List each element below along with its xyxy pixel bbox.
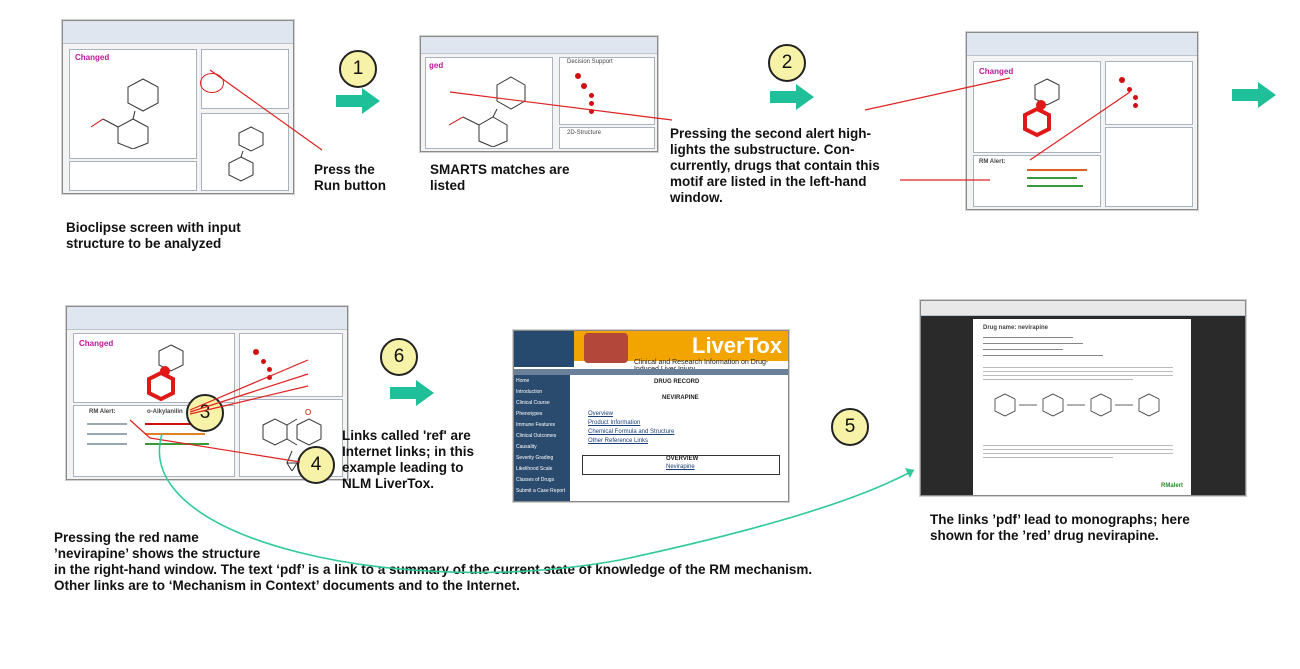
decision-support-tab: Decision Support — [567, 59, 613, 65]
structure-tab: 2D-Structure — [567, 130, 602, 136]
run-highlight — [200, 73, 224, 93]
livertox-nav-item[interactable]: Classes of Drugs — [516, 477, 555, 483]
livertox-nav-item[interactable]: Introduction — [516, 389, 543, 395]
step-2-badge: 2 — [768, 44, 806, 82]
caption-second-alert: Pressing the second alert high-lights th… — [670, 126, 880, 205]
livertox-nav-item[interactable]: Clinical Outcomes — [516, 433, 557, 439]
highlight-screenshot: Changed RM Alert: — [966, 32, 1198, 210]
livertox-title: LiverTox — [692, 333, 783, 358]
changed-label: Changed — [79, 339, 114, 348]
pointer-step4 — [149, 437, 301, 463]
livertox-overview-box — [582, 455, 780, 475]
caption-red-name: Pressing the red name’nevirapine’ shows … — [54, 530, 813, 593]
livertox-nav-item[interactable]: Home — [516, 378, 530, 384]
svg-text:O: O — [305, 408, 311, 417]
molecule-drawing — [90, 78, 159, 149]
changed-label: Changed — [75, 53, 110, 62]
livertox-screenshot: LiverTox Clinical and Research Informati… — [513, 330, 789, 502]
step-5-badge: 5 — [831, 408, 869, 446]
smarts-screenshot: ged Decision Support 2D-Structure — [420, 36, 658, 152]
livertox-drug-record: DRUG RECORD — [654, 379, 700, 385]
livertox-nav-item[interactable]: Submit a Case Report — [516, 488, 566, 494]
livertox-link-other[interactable]: Other Reference Links — [588, 438, 649, 444]
pdf-screenshot: Drug name: nevirapine RMalert — [920, 300, 1246, 496]
pointer-step3-c — [189, 385, 309, 415]
bioclipse-screenshot: Changed — [62, 20, 294, 194]
pointer-rm-alert — [129, 419, 151, 439]
livertox-nav-item[interactable]: Immune Features — [516, 422, 556, 428]
highlighted-molecule — [147, 344, 184, 402]
changed-label: Changed — [979, 67, 1014, 76]
livertox-drug-name: NEVIRAPINE — [662, 395, 699, 401]
pointer-smarts — [449, 91, 673, 121]
livertox-nav-item[interactable]: Likelihood Scale — [516, 466, 553, 472]
rm-alert-label: RM Alert: — [89, 409, 116, 415]
rm-alert-label: RM Alert: — [979, 159, 1006, 165]
livertox-link-overview[interactable]: Overview — [588, 411, 614, 417]
highlighted-molecule — [1023, 78, 1060, 138]
livertox-link-product[interactable]: Product Information — [588, 420, 641, 426]
livertox-nav-item[interactable]: Causality — [516, 444, 537, 450]
caption-pdf-links: The links ’pdf’ lead to monographs; here… — [930, 512, 1190, 543]
step-6-badge: 6 — [380, 338, 418, 376]
arrow-right-2 — [770, 84, 814, 110]
pdf-drug-name: Drug name: nevirapine — [983, 325, 1049, 331]
pointer-run — [209, 69, 323, 151]
livertox-nav — [514, 375, 570, 501]
livertox-overview-drug[interactable]: Nevirapine — [666, 464, 695, 470]
arrow-right-1 — [336, 88, 380, 114]
rmalert-logo: RMalert — [1161, 483, 1184, 489]
pointer-step3-b — [189, 373, 309, 413]
pdf-mechanism-figure — [994, 393, 1160, 417]
livertox-overview-label: OVERVIEW — [666, 456, 699, 462]
pointer-step3-a — [189, 359, 309, 411]
nevirapine-molecule: O — [262, 408, 322, 471]
livertox-link-formula[interactable]: Chemical Formula and Structure — [588, 429, 675, 435]
livertox-nav-item[interactable]: Clinical Course — [516, 400, 550, 406]
step-1-badge: 1 — [339, 50, 377, 88]
alkyl-label: o-Alkylanilin — [147, 409, 183, 415]
smarts-fragment-label: ged — [429, 61, 444, 70]
curve-to-pdf — [158, 433, 915, 574]
curve-arrowhead — [905, 468, 914, 478]
arrow-right-6 — [390, 380, 434, 406]
molecule-drawing-small — [228, 126, 264, 182]
step-4-badge: 4 — [297, 446, 335, 484]
pointer-alkyl — [1029, 91, 1131, 161]
arrow-right-3 — [1232, 82, 1276, 108]
pointer-highlight — [864, 77, 1011, 111]
pdf-page — [973, 319, 1191, 495]
livertox-nav-item[interactable]: Phenotypes — [516, 411, 543, 417]
alert-dots — [571, 73, 651, 117]
livertox-nav-item[interactable]: Severity Grading — [516, 455, 554, 461]
smarts-molecule — [448, 76, 526, 147]
